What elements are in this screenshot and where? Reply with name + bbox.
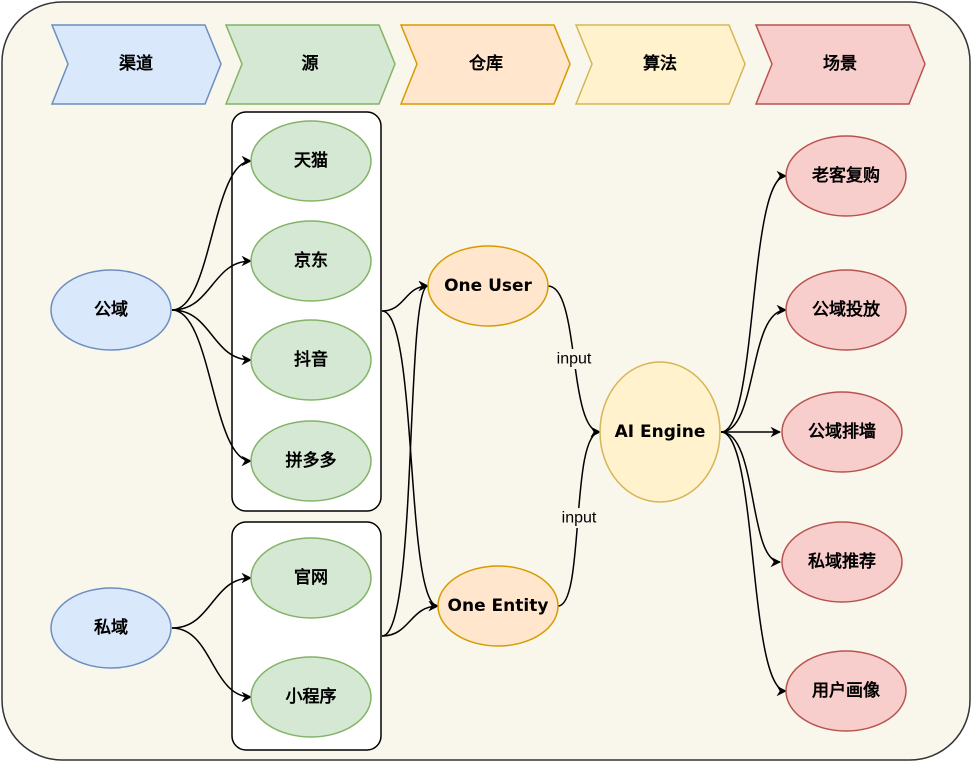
stage-scene: 场景 <box>754 24 926 105</box>
stage-algorithm-label: 算法 <box>642 53 677 74</box>
node-scene-4-label: 私域推荐 <box>808 551 876 572</box>
edge-public-jd <box>171 255 253 311</box>
node-source-jd-label: 京东 <box>294 250 328 271</box>
node-private-channel-label: 私域 <box>94 617 128 638</box>
edge-public-pdd <box>171 309 253 467</box>
node-ai-engine-label: AI Engine <box>615 422 706 442</box>
stage-source-label: 源 <box>302 53 319 74</box>
stage-channel: 渠道 <box>50 24 222 105</box>
node-scene-3-label: 公域排墙 <box>808 421 876 442</box>
node-one-user-label: One User <box>444 276 532 296</box>
node-scene-5-label: 用户画像 <box>812 680 881 701</box>
node-one-entity: One Entity <box>437 565 559 647</box>
stage-algorithm: 算法 <box>574 24 746 105</box>
node-scene-1: 老客复购 <box>785 135 907 217</box>
node-source-website-label: 官网 <box>294 567 328 588</box>
node-one-user: One User <box>427 245 549 327</box>
edge-label-input-top: input <box>553 349 595 369</box>
edge-label-input-top-text: input <box>557 351 592 368</box>
stage-channel-label: 渠道 <box>118 53 153 74</box>
edge-engine-scene-2 <box>720 304 788 433</box>
node-scene-5: 用户画像 <box>785 650 907 732</box>
edge-label-input-bottom: input <box>557 508 601 528</box>
node-source-website: 官网 <box>250 537 372 619</box>
edges <box>171 155 788 703</box>
stage-scene-label: 场景 <box>823 54 857 74</box>
node-source-jd: 京东 <box>250 220 372 302</box>
edge-private-miniprogram <box>171 627 253 703</box>
node-private-channel: 私域 <box>50 587 172 669</box>
edge-private-website <box>171 572 253 629</box>
node-source-douyin: 抖音 <box>250 319 372 401</box>
node-source-tmall-label: 天猫 <box>294 150 328 171</box>
stage-warehouse: 仓库 <box>399 24 571 105</box>
stage-source: 源 <box>224 24 396 105</box>
node-source-pdd: 拼多多 <box>250 420 372 502</box>
edge-engine-scene-5 <box>720 431 788 697</box>
node-source-miniprogram: 小程序 <box>250 656 372 738</box>
node-scene-1-label: 老客复购 <box>811 165 880 186</box>
node-public-channel: 公域 <box>50 269 172 351</box>
edge-privategroup-oneentity <box>381 600 440 637</box>
edge-publicgroup-oneentity <box>381 310 440 612</box>
public-source-group <box>231 111 382 512</box>
node-ai-engine: AI Engine <box>599 361 721 503</box>
edge-public-douyin <box>171 309 253 366</box>
edge-engine-scene-1 <box>720 170 788 433</box>
edge-privategroup-oneuser <box>381 280 430 637</box>
edge-engine-scene-4 <box>720 431 782 568</box>
stage-header: 渠道 源 仓库 算法 场景 <box>50 24 926 105</box>
node-source-pdd-label: 拼多多 <box>286 450 337 471</box>
node-source-tmall: 天猫 <box>250 120 372 202</box>
node-scene-2: 公域投放 <box>785 269 907 351</box>
node-one-entity-label: One Entity <box>448 596 549 616</box>
node-scene-3: 公域排墙 <box>781 391 903 473</box>
node-scene-2-label: 公域投放 <box>812 299 881 320</box>
node-public-channel-label: 公域 <box>94 299 128 320</box>
stage-warehouse-label: 仓库 <box>468 53 503 74</box>
node-scene-4: 私域推荐 <box>781 521 903 603</box>
node-source-miniprogram-label: 小程序 <box>286 686 337 707</box>
node-source-douyin-label: 抖音 <box>294 349 328 370</box>
edge-label-input-bottom-text: input <box>562 510 597 527</box>
edge-public-tmall <box>171 155 253 311</box>
